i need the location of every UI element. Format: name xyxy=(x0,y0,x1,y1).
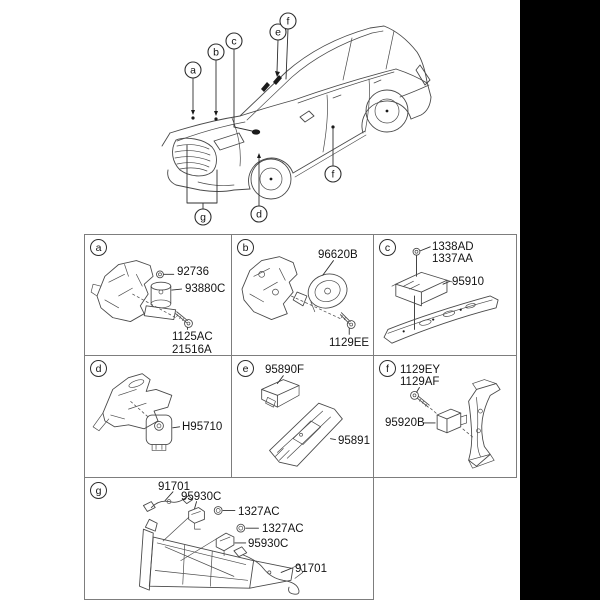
part-number-label: 1125AC xyxy=(172,331,213,343)
callout-g-letter: g xyxy=(200,212,206,224)
part-number-label: 95920B xyxy=(385,417,425,429)
right-black-band xyxy=(520,0,600,600)
callout-d: d xyxy=(250,205,268,223)
part-number-label: 95890F xyxy=(265,364,305,376)
callout-a-letter: a xyxy=(190,65,196,77)
callout-f-top: f xyxy=(279,12,297,30)
cell-letter-b: b xyxy=(237,239,254,256)
callout-b: b xyxy=(207,43,225,61)
part-illustration-e xyxy=(261,375,343,467)
callout-a: a xyxy=(184,61,202,79)
table-cell-f: f 1129EY 1129AF 95920B xyxy=(373,355,517,478)
cell-letter-c: c xyxy=(379,239,396,256)
table-cell-d: d H95710 xyxy=(84,355,232,478)
callout-f-side: f xyxy=(324,165,342,183)
callout-c-letter: c xyxy=(231,36,236,48)
callout-d-letter: d xyxy=(256,209,262,221)
part-number-label: 95910 xyxy=(452,276,484,288)
cell-letter-a: a xyxy=(90,239,107,256)
part-illustration-f xyxy=(410,379,501,469)
table-cell-g: g 91701 95930C 1327AC 1327AC 95930C 9170… xyxy=(84,477,374,600)
table-cell-b: b 96620B 1129EE xyxy=(231,234,374,356)
part-illustration-d xyxy=(92,373,181,451)
table-cell-e: e 95890F 95891 xyxy=(231,355,374,478)
part-number-label: 95930C xyxy=(181,491,222,503)
part-number-label: 1327AC xyxy=(262,523,304,535)
part-illustration-g xyxy=(139,491,304,595)
part-number-label: 95891 xyxy=(338,435,370,447)
part-number-label: 1327AC xyxy=(238,506,280,518)
cell-letter-g: g xyxy=(90,482,107,499)
table-cell-a: a 92736 93880C 1125AC 21516A xyxy=(84,234,232,356)
callout-g: g xyxy=(194,208,212,226)
table-cell-c: c 1338AD 1337AA 95910 xyxy=(373,234,517,356)
part-number-label: 93880C xyxy=(185,283,226,295)
part-illustration-a xyxy=(90,260,193,330)
part-number-label: 91701 xyxy=(158,481,190,493)
part-number-label: 21516A xyxy=(172,344,212,356)
vehicle-diagram: a b c e f f d g xyxy=(161,12,432,226)
car-line-art xyxy=(161,25,432,200)
cell-letter-f: f xyxy=(379,360,396,377)
callout-f-side-letter: f xyxy=(332,169,335,181)
cell-letter-d: d xyxy=(90,360,107,377)
callout-f-top-letter: f xyxy=(287,16,290,28)
part-number-label: 1338AD xyxy=(432,241,474,253)
part-number-label: 96620B xyxy=(318,249,358,261)
part-illustration-c xyxy=(383,246,499,344)
callout-e-letter: e xyxy=(275,27,281,39)
part-number-label: 1129EE xyxy=(329,337,370,349)
part-number-label: 1337AA xyxy=(432,253,473,265)
part-illustration-b xyxy=(241,256,356,335)
part-number-label: H95710 xyxy=(182,421,223,433)
part-number-label: 95930C xyxy=(248,538,289,550)
sensor-marks xyxy=(191,75,335,135)
callout-c: c xyxy=(225,32,243,50)
part-number-label: 1129AF xyxy=(400,376,440,388)
part-number-label: 91701 xyxy=(295,563,327,575)
callout-e: e xyxy=(269,23,287,41)
callout-b-letter: b xyxy=(213,47,219,59)
cell-letter-e: e xyxy=(237,360,254,377)
callout-leader-lines xyxy=(186,28,334,210)
part-number-label: 92736 xyxy=(177,266,209,278)
part-number-label: 1129EY xyxy=(400,364,441,376)
